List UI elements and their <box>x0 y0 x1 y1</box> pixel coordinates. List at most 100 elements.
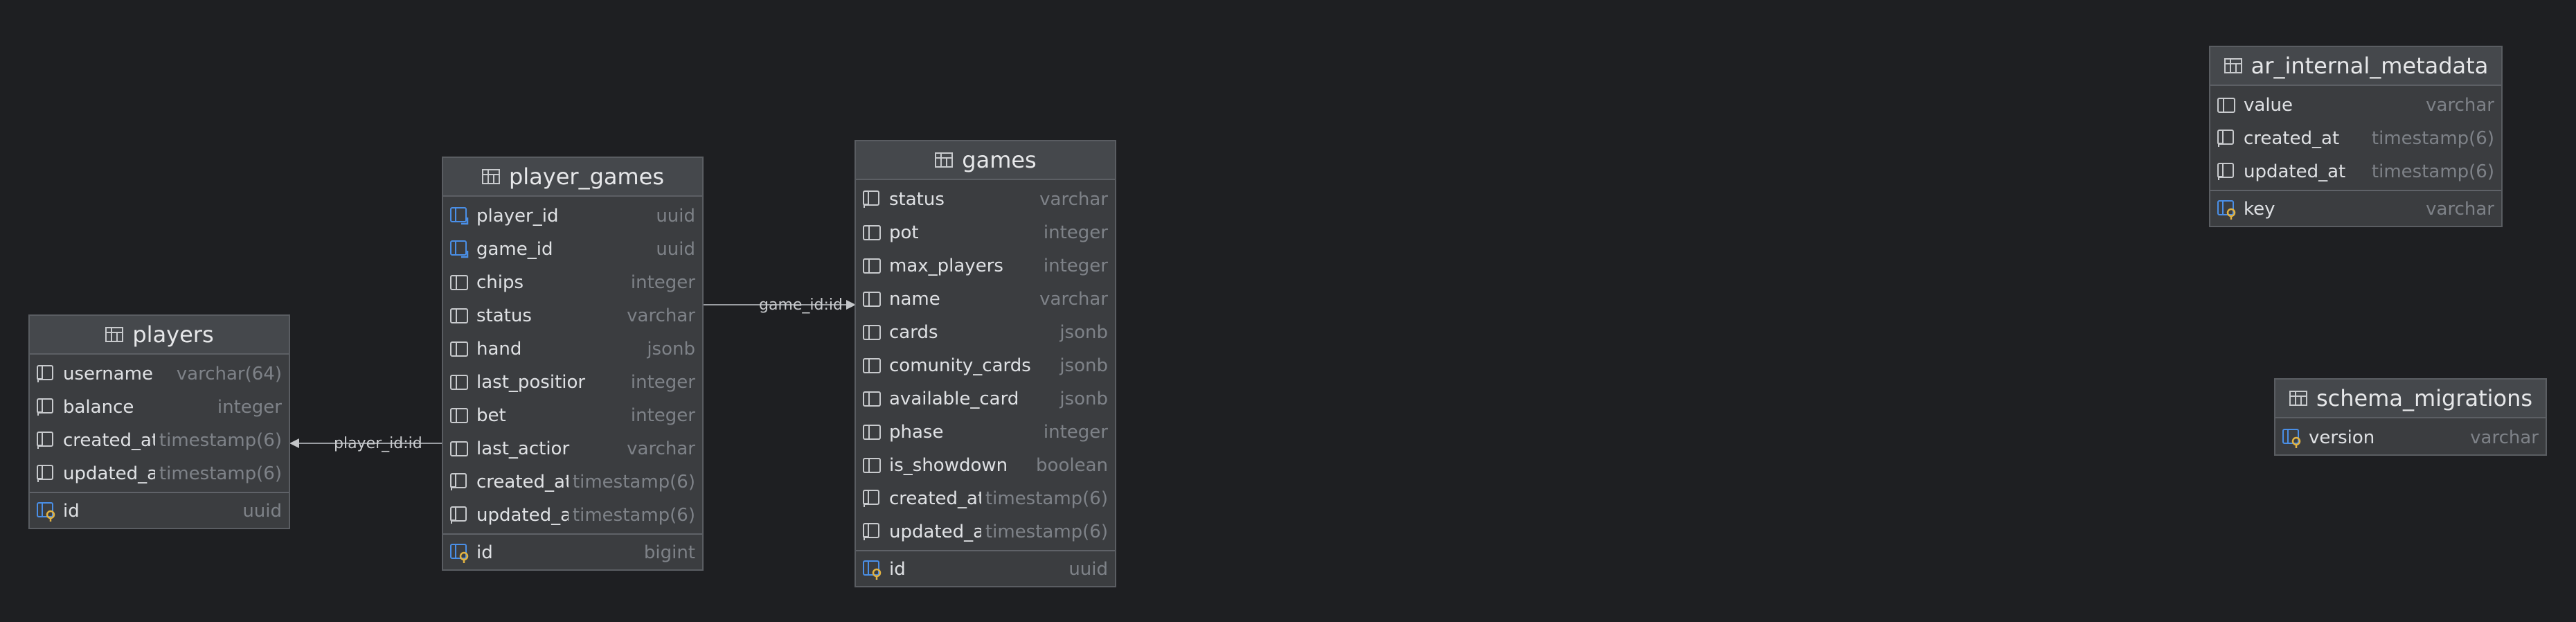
primary-key-icon <box>2281 427 2303 448</box>
column-name: balance <box>63 397 134 418</box>
column-row-version[interactable]: version varchar <box>2275 421 2546 454</box>
table-header[interactable]: schema_migrations <box>2275 380 2546 418</box>
column-type: timestamp(6) <box>2371 161 2494 182</box>
column-name: status <box>476 305 532 326</box>
column-name: username <box>63 364 153 384</box>
column-icon <box>449 339 471 359</box>
column-index-icon <box>35 397 57 418</box>
column-type: integer <box>1043 256 1108 276</box>
column-index-icon <box>861 488 884 509</box>
column-type: integer <box>217 397 282 418</box>
primary-key-icon <box>449 542 471 563</box>
relation-label-game-id: game_id:id <box>759 296 843 314</box>
column-type: varchar <box>627 438 695 459</box>
column-type: timestamp(6) <box>572 505 695 526</box>
column-type: integer <box>630 405 695 426</box>
column-type: integer <box>630 372 695 393</box>
column-icon <box>861 389 884 409</box>
column-row-username[interactable]: username varchar(64) <box>30 357 289 391</box>
column-icon <box>861 289 884 310</box>
column-row-available-card[interactable]: available_card jsonb <box>856 382 1115 416</box>
column-row-balance[interactable]: balance integer <box>30 391 289 424</box>
column-type: varchar <box>1039 289 1108 310</box>
column-name: hand <box>476 339 522 359</box>
column-name: is_showdown <box>889 455 1008 476</box>
column-index-icon <box>861 189 884 210</box>
column-index-icon <box>2216 161 2238 182</box>
foreign-key-icon <box>449 206 471 226</box>
column-name: phase <box>889 422 944 443</box>
key-divider <box>2210 190 2501 191</box>
column-row-last-positior[interactable]: last_positior integer <box>443 366 702 399</box>
column-icon <box>861 455 884 476</box>
column-name: player_id <box>476 206 559 226</box>
column-name: last_positior <box>476 372 586 393</box>
column-index-icon <box>35 364 57 384</box>
column-type: bigint <box>643 542 695 563</box>
column-name: max_players <box>889 256 1003 276</box>
table-title: schema_migrations <box>2316 385 2533 411</box>
column-type: jsonb <box>1059 322 1108 343</box>
column-type: jsonb <box>647 339 695 359</box>
column-name: created_at <box>63 430 155 451</box>
column-row-max-players[interactable]: max_players integer <box>856 249 1115 283</box>
primary-key-icon <box>861 559 884 580</box>
table-title: ar_internal_metadata <box>2251 53 2489 79</box>
column-name: version <box>2309 427 2375 448</box>
column-type: timestamp(6) <box>572 472 695 492</box>
table-header[interactable]: games <box>856 141 1115 180</box>
column-type: varchar(64) <box>176 364 282 384</box>
column-row-hand[interactable]: hand jsonb <box>443 332 702 366</box>
table-header[interactable]: player_games <box>443 158 702 197</box>
column-type: jsonb <box>1059 389 1108 409</box>
table-icon <box>934 151 954 169</box>
column-list: version varchar <box>2275 418 2546 454</box>
column-row-updated-at[interactable]: updated_at timestamp(6) <box>2210 155 2501 188</box>
column-icon <box>861 222 884 243</box>
column-name: updated_at <box>63 463 155 484</box>
table-icon <box>2289 389 2308 407</box>
column-name: available_card <box>889 389 1019 409</box>
table-header[interactable]: ar_internal_metadata <box>2210 47 2501 86</box>
column-type: integer <box>630 272 695 293</box>
column-name: updated_at <box>2244 161 2346 182</box>
column-type: varchar <box>2470 427 2539 448</box>
column-index-icon <box>2216 128 2238 149</box>
column-type: varchar <box>2426 95 2494 116</box>
column-index-icon <box>35 463 57 484</box>
table-players[interactable]: players username varchar(64) balance integer… <box>28 314 290 529</box>
relation-label-player-id: player_id:id <box>334 435 422 452</box>
table-header[interactable]: players <box>30 316 289 355</box>
column-icon <box>861 322 884 343</box>
table-icon <box>481 168 501 186</box>
